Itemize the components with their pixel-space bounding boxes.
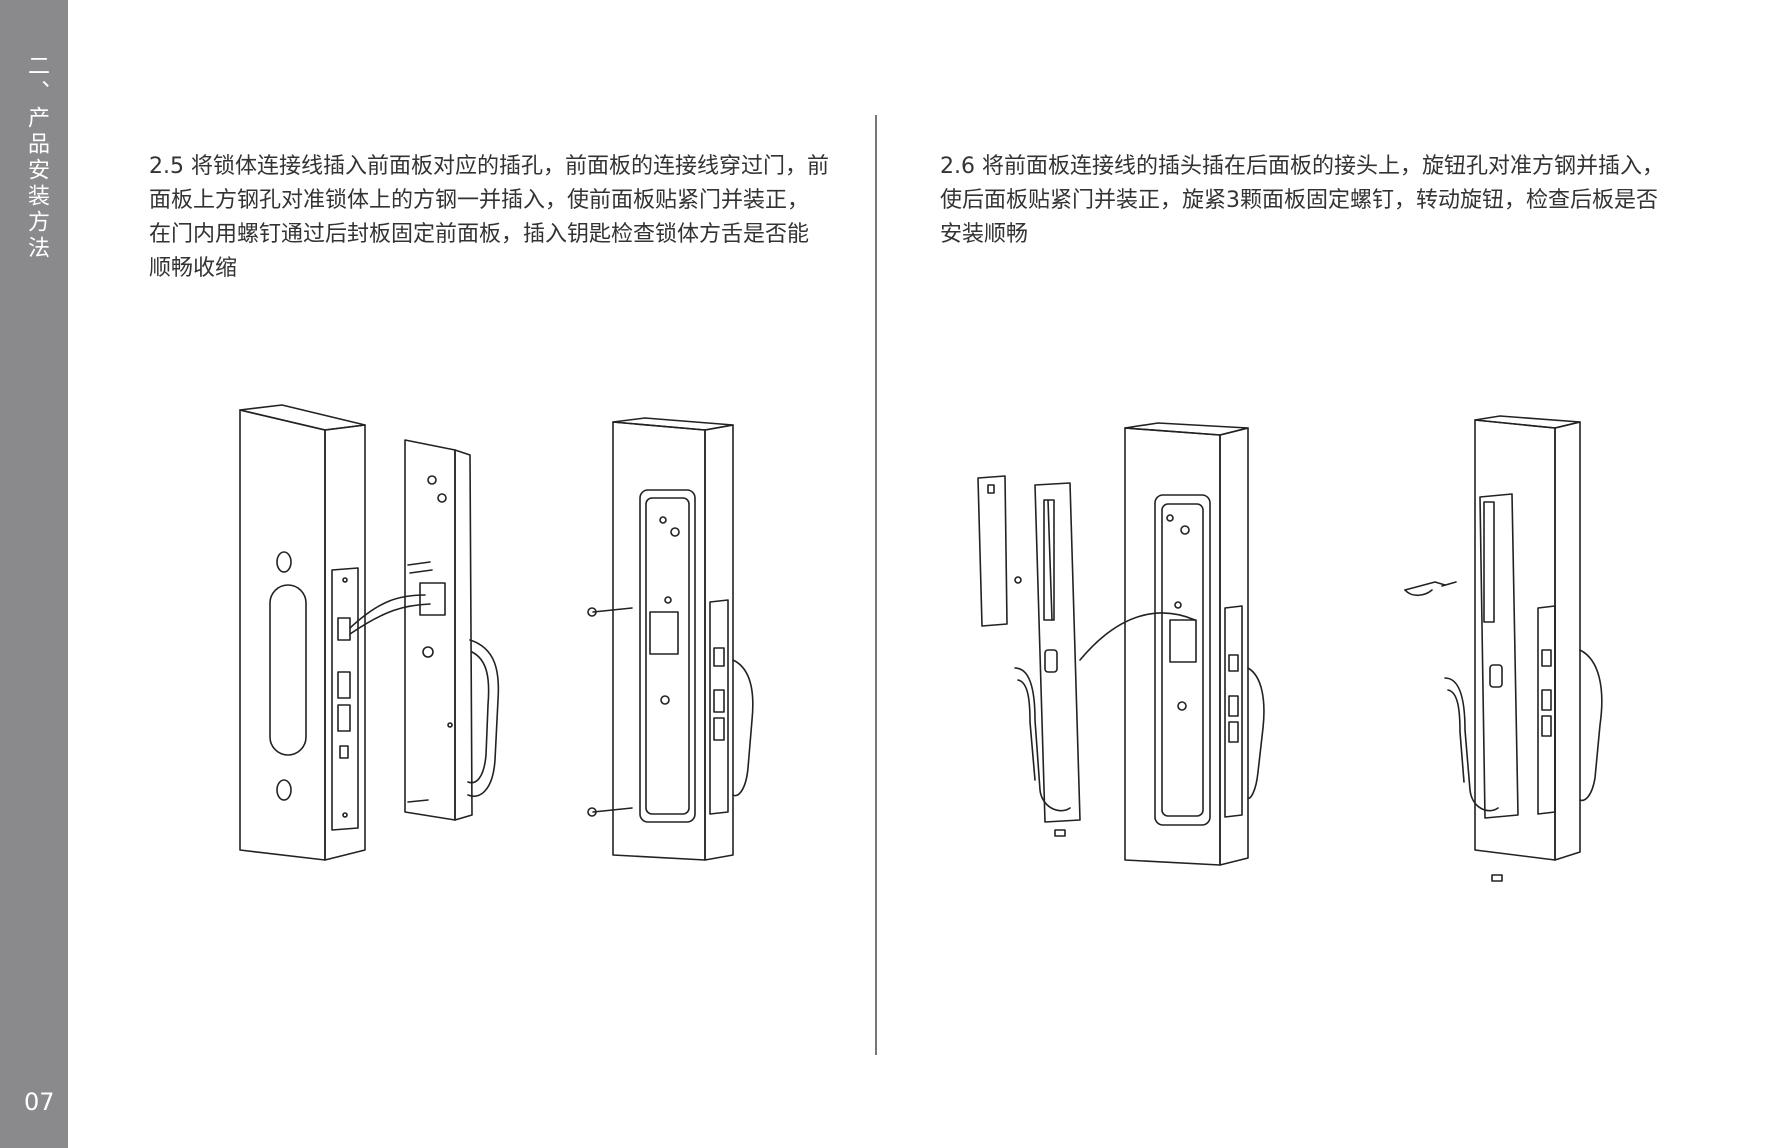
step-2-6-text: 2.6 将前面板连接线的插头插在后面板的接头上，旋钮孔对准方钢并插入，使后面板贴… xyxy=(940,154,1664,247)
sidebar: 二、产品安装方法 07 xyxy=(0,0,68,1148)
step-2-5-text: 2.5 将锁体连接线插入前面板对应的插孔，前面板的连接线穿过门，前面板上方钢孔对… xyxy=(149,154,829,281)
section-title: 二、产品安装方法 xyxy=(24,54,49,262)
figure-door-front-panel-exploded xyxy=(239,404,500,861)
figure-front-panel-mounted xyxy=(587,417,754,861)
figure-assembled-lock xyxy=(1404,415,1603,882)
figure-back-panel-exploded xyxy=(977,422,1265,866)
page-number: 07 xyxy=(24,1088,55,1116)
column-divider xyxy=(875,115,877,1055)
